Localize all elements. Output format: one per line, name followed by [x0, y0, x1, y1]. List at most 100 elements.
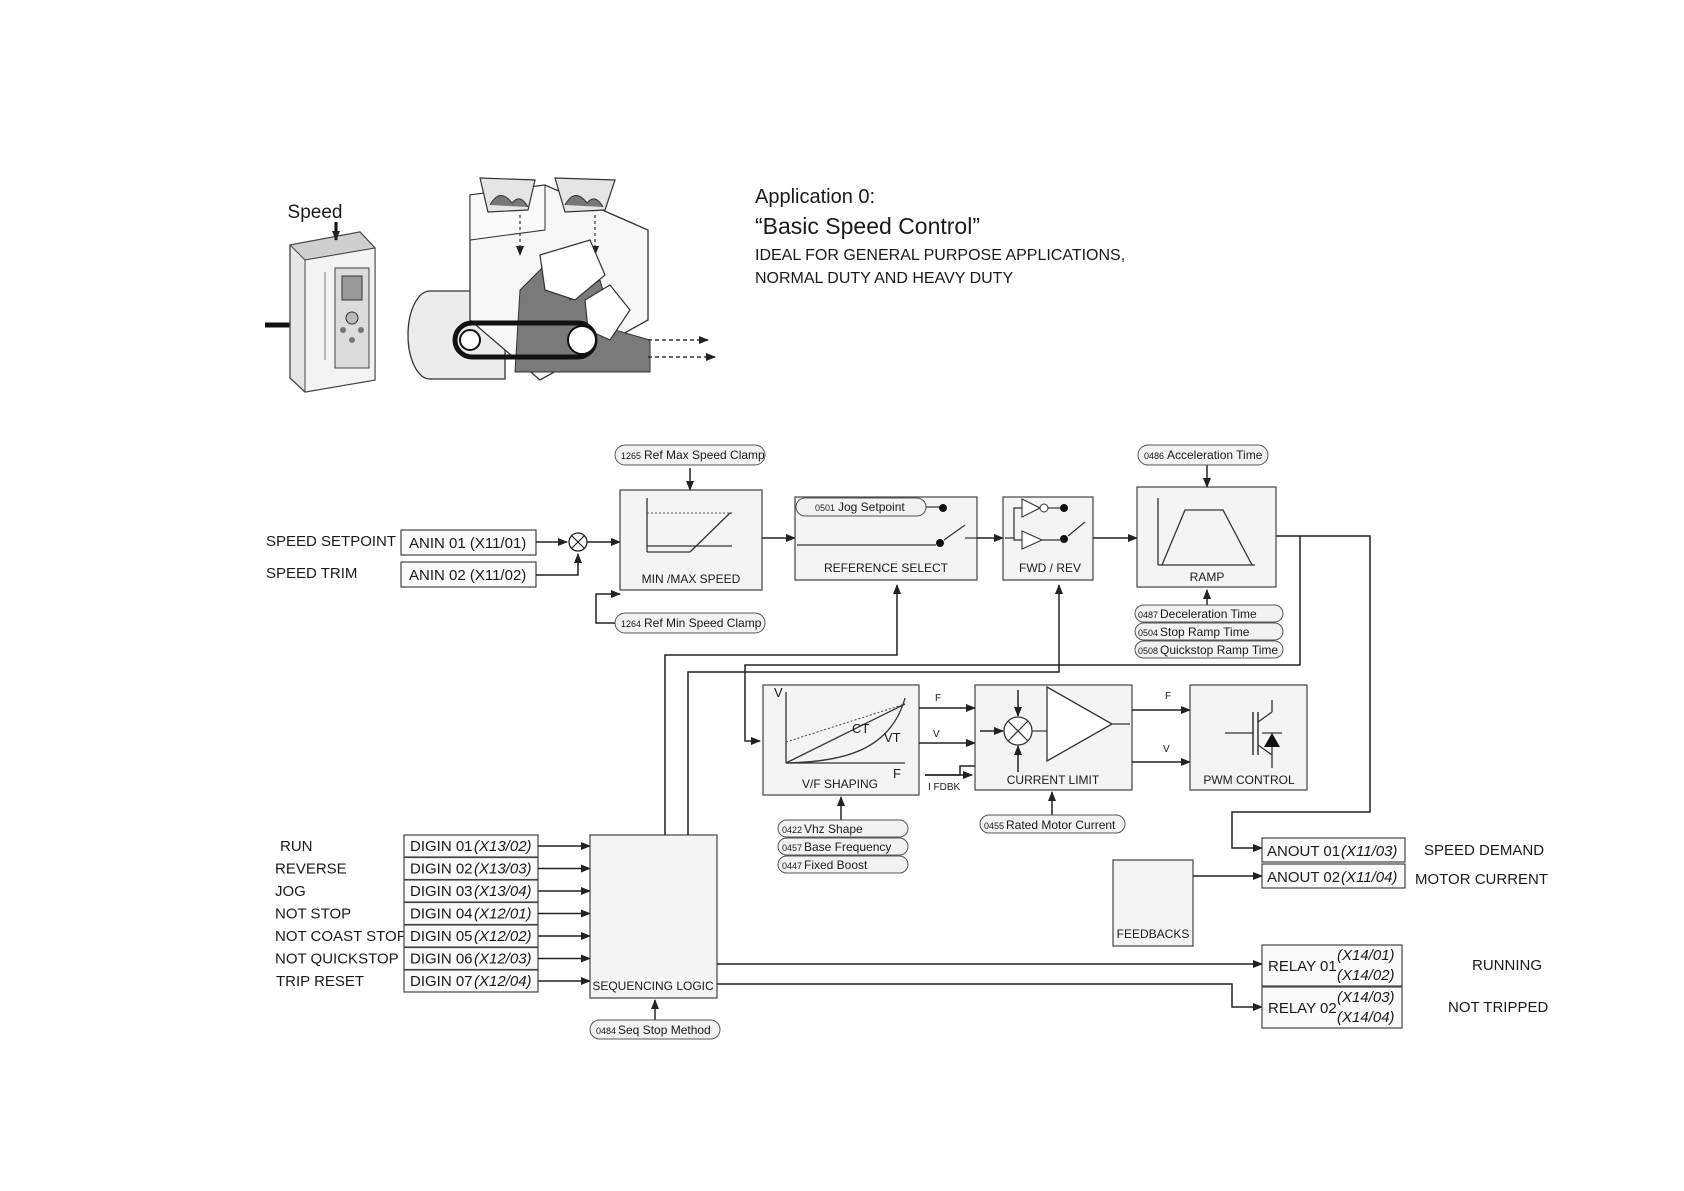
- param-qsramp-num: 0508: [1138, 646, 1158, 656]
- motor-current-label: MOTOR CURRENT: [1415, 871, 1548, 888]
- svg-text:F: F: [1165, 691, 1171, 702]
- speed-trim-label: SPEED TRIM: [266, 565, 357, 582]
- digital-label: NOT STOP: [275, 906, 351, 923]
- param-boost: [777, 855, 909, 874]
- param-accel-num: 0486: [1144, 451, 1164, 461]
- digin-pin: (X13/04): [474, 883, 532, 900]
- param-accel: [1137, 444, 1269, 466]
- title-line1: Application 0:: [755, 186, 875, 208]
- param-seqstop: [589, 1019, 721, 1040]
- digital-inputs: RUN DIGIN 01(X13/02) REVERSE DIGIN 02(X13/0…: [275, 834, 591, 993]
- param-minclamp: [614, 612, 766, 634]
- subtitle-line1: IDEAL FOR GENERAL PURPOSE APPLICATIONS,: [755, 247, 1125, 264]
- running-label: RUNNING: [1472, 957, 1542, 974]
- svg-text:F: F: [935, 693, 941, 704]
- vf-graph-v: V: [774, 685, 783, 700]
- digital-label: NOT COAST STOP: [275, 928, 407, 945]
- digital-label: NOT QUICKSTOP: [275, 951, 399, 968]
- param-ratedcur-name: Rated Motor Current: [1006, 818, 1116, 832]
- pwm-control-label: PWM CONTROL: [1203, 773, 1295, 787]
- digin-term: DIGIN 07: [410, 973, 473, 990]
- anout01-box: [1261, 837, 1406, 863]
- feedbacks-block: [1112, 859, 1194, 947]
- igbt-icon: [1225, 700, 1282, 768]
- subtitle-line2: NORMAL DUTY AND HEAVY DUTY: [755, 270, 1013, 287]
- fwd-rev-block: [1002, 496, 1094, 581]
- digin-pin: (X13/02): [474, 838, 532, 855]
- summing-junction: [568, 532, 588, 552]
- param-basefreq: [777, 837, 909, 856]
- speed-setpoint-label: SPEED SETPOINT: [266, 533, 396, 550]
- digin-pin: (X12/02): [474, 928, 532, 945]
- vf-shaping-block: [762, 684, 920, 796]
- param-minclamp-num: 1264: [621, 619, 641, 629]
- vf-graph-vt: VT: [884, 730, 901, 745]
- param-maxclamp-num: 1265: [621, 451, 641, 461]
- anout02-pin: (X11/04): [1341, 869, 1397, 886]
- relay02-pin-b: (X14/04): [1337, 1009, 1395, 1026]
- param-seqstop-num: 0484: [596, 1026, 616, 1036]
- sequencing-logic-block: [589, 834, 718, 999]
- vf-graph-f: F: [893, 766, 901, 781]
- ramp-block: [1136, 486, 1277, 588]
- digin-pin: (X12/03): [474, 951, 532, 968]
- digital-label: REVERSE: [275, 861, 347, 878]
- anout01-pin: (X11/03): [1341, 843, 1397, 860]
- fwd-rev-label: FWD / REV: [1019, 561, 1081, 575]
- speed-label: Speed: [288, 202, 343, 223]
- param-minclamp-name: Ref Min Speed Clamp: [644, 616, 762, 630]
- param-basefreq-name: Base Frequency: [804, 840, 891, 854]
- reference-select-label: REFERENCE SELECT: [824, 561, 949, 575]
- param-vhz-num: 0422: [782, 825, 802, 835]
- anin02-label: ANIN 02 (X11/02): [409, 567, 526, 584]
- digin-pin: (X12/01): [474, 906, 532, 923]
- anin01-box: [400, 529, 537, 556]
- pwm-control-block: [1189, 684, 1308, 791]
- speed-demand-label: SPEED DEMAND: [1424, 842, 1544, 859]
- digin-term: DIGIN 04: [410, 906, 473, 923]
- param-stopramp-num: 0504: [1138, 628, 1158, 638]
- vf-graph-ct: CT: [852, 721, 869, 736]
- relay02-pin-a: (X14/03): [1337, 989, 1395, 1006]
- param-jog-name: Jog Setpoint: [838, 500, 905, 514]
- digin-pin: (X13/03): [474, 861, 532, 878]
- relay02-box: [1261, 986, 1403, 1029]
- param-vhz: [777, 819, 909, 838]
- param-decel-name: Deceleration Time: [1160, 607, 1257, 621]
- param-boost-num: 0447: [782, 861, 802, 871]
- digin-term: DIGIN 03: [410, 883, 473, 900]
- digital-label: JOG: [275, 883, 306, 900]
- ramp-label: RAMP: [1190, 570, 1225, 584]
- digin-term: DIGIN 06: [410, 951, 473, 968]
- not-tripped-label: NOT TRIPPED: [1448, 999, 1548, 1016]
- digin-term: DIGIN 02: [410, 861, 473, 878]
- digital-label: TRIP RESET: [276, 973, 364, 990]
- sequencing-logic-label: SEQUENCING LOGIC: [592, 979, 714, 993]
- minmax-speed-block: [619, 489, 763, 591]
- relay01-label: RELAY 01: [1268, 958, 1337, 975]
- current-limit-label: CURRENT LIMIT: [1007, 773, 1100, 787]
- param-boost-name: Fixed Boost: [804, 858, 868, 872]
- digital-label: RUN: [280, 838, 313, 855]
- param-qsramp-name: Quickstop Ramp Time: [1160, 643, 1278, 657]
- anin01-label: ANIN 01 (X11/01): [409, 535, 526, 552]
- minmax-speed-label: MIN /MAX SPEED: [642, 572, 741, 586]
- param-maxclamp: [614, 444, 766, 466]
- crusher-illustration: [407, 177, 716, 381]
- relay01-pin-b: (X14/02): [1337, 967, 1395, 984]
- digin-pin: (X12/04): [474, 973, 532, 990]
- digin-term: DIGIN 01: [410, 838, 473, 855]
- param-ratedcur: [979, 814, 1126, 834]
- param-accel-name: Acceleration Time: [1167, 448, 1263, 462]
- param-decel: [1134, 604, 1284, 623]
- param-maxclamp-name: Ref Max Speed Clamp: [644, 448, 765, 462]
- param-vhz-name: Vhz Shape: [804, 822, 863, 836]
- anout02-box: [1261, 863, 1406, 889]
- anout01-label: ANOUT 01: [1267, 843, 1340, 860]
- param-jog-num: 0501: [815, 503, 835, 513]
- param-decel-num: 0487: [1138, 610, 1158, 620]
- param-seqstop-name: Seq Stop Method: [618, 1023, 711, 1037]
- relay01-box: [1261, 944, 1403, 987]
- digin-term: DIGIN 05: [410, 928, 473, 945]
